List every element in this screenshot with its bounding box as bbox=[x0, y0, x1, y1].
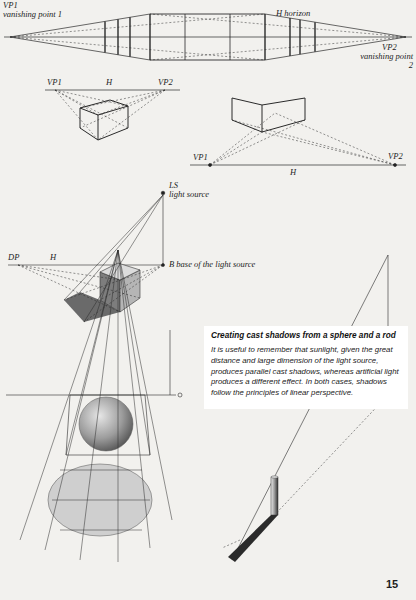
text-panel: Creating cast shadows from a sphere and … bbox=[204, 326, 408, 409]
two-point-perspective-figure bbox=[314, 22, 315, 52]
vanishing-point-label: VP1 bbox=[3, 1, 18, 10]
vanishing-point-label: vanishing point 2 bbox=[355, 52, 413, 71]
cube-below-horizon bbox=[98, 90, 165, 115]
light-source-label: LS bbox=[169, 181, 178, 190]
box-above-horizon bbox=[232, 120, 395, 165]
cube-below-horizon bbox=[80, 90, 165, 128]
rod-shadow-figure bbox=[228, 515, 278, 562]
cube-with-cast-shadow bbox=[161, 191, 165, 195]
cube-with-cast-shadow bbox=[100, 265, 163, 300]
cube-with-cast-shadow bbox=[18, 265, 163, 322]
sphere-shadow-figure bbox=[6, 250, 182, 562]
cube-with-cast-shadow bbox=[100, 263, 140, 280]
vanishing-point-label: vanishing point 1 bbox=[3, 10, 62, 19]
vanishing-point-label: VP1 bbox=[193, 153, 208, 162]
page-number: 15 bbox=[386, 578, 398, 590]
box-above-horizon bbox=[232, 98, 305, 132]
box-above-horizon bbox=[394, 164, 397, 167]
cube-with-cast-shadow bbox=[8, 191, 165, 322]
box-above-horizon bbox=[190, 98, 406, 167]
vanishing-point-label: VP1 bbox=[47, 78, 62, 87]
horizon-label: H bbox=[50, 253, 56, 262]
light-base-label: B base of the light source bbox=[169, 260, 255, 269]
horizon-label: H bbox=[290, 168, 296, 177]
two-point-perspective-figure bbox=[10, 37, 265, 60]
rod-shadow-figure bbox=[222, 540, 240, 548]
two-point-perspective-figure bbox=[117, 19, 118, 54]
vanishing-point-label: VP2 bbox=[388, 152, 403, 161]
panel-body: It is useful to remember that sunlight, … bbox=[211, 345, 401, 399]
rod-shadow-figure bbox=[271, 477, 278, 515]
cube-with-cast-shadow bbox=[18, 265, 120, 280]
box-above-horizon bbox=[275, 113, 395, 165]
panel-heading: Creating cast shadows from a sphere and … bbox=[211, 331, 401, 340]
sphere-shadow-figure bbox=[118, 250, 150, 455]
vanishing-point-label: VP2 bbox=[158, 78, 173, 87]
sphere-shadow-figure bbox=[66, 395, 150, 455]
sphere-shadow-figure bbox=[80, 250, 118, 560]
cube-below-horizon bbox=[55, 90, 128, 106]
box-above-horizon bbox=[210, 113, 275, 165]
cube-below-horizon bbox=[80, 90, 165, 108]
box-above-horizon bbox=[210, 132, 262, 165]
two-point-perspective-figure bbox=[149, 14, 150, 60]
cube-below-horizon bbox=[98, 90, 165, 140]
two-point-perspective-figure bbox=[264, 14, 265, 60]
cube-below-horizon bbox=[55, 90, 98, 115]
two-point-perspective-figure bbox=[4, 37, 412, 38]
light-source-label: light source bbox=[169, 190, 209, 199]
two-point-perspective-figure bbox=[150, 14, 265, 60]
sphere-shadow-figure bbox=[48, 464, 152, 536]
sphere-shadow-figure bbox=[45, 250, 118, 550]
box-above-horizon bbox=[190, 165, 406, 166]
two-point-perspective-figure bbox=[104, 21, 105, 52]
sphere-shadow-figure bbox=[20, 250, 118, 540]
two-point-perspective-figure bbox=[299, 20, 300, 55]
sphere-shadow-figure bbox=[178, 393, 182, 397]
cube-with-cast-shadow bbox=[64, 195, 163, 322]
cube-with-cast-shadow bbox=[84, 265, 163, 322]
cube-with-cast-shadow bbox=[80, 195, 163, 292]
cube-below-horizon bbox=[45, 90, 180, 91]
horizon-label: H bbox=[106, 78, 112, 87]
cube-with-cast-shadow bbox=[18, 265, 140, 298]
direction-point-label: DP bbox=[8, 253, 19, 262]
two-point-perspective-figure bbox=[230, 14, 231, 60]
two-point-perspective-figure bbox=[129, 17, 130, 56]
sphere-shadow-figure bbox=[170, 330, 171, 395]
sphere-shadow-figure bbox=[118, 250, 150, 548]
two-point-perspective-figure bbox=[4, 14, 412, 60]
two-point-perspective-figure bbox=[185, 14, 186, 60]
sphere-shadow-figure bbox=[118, 250, 119, 562]
cube-below-horizon bbox=[55, 90, 165, 140]
box-above-horizon bbox=[209, 164, 212, 167]
cube-with-cast-shadow bbox=[163, 195, 164, 265]
vanishing-point-label: VP2 bbox=[382, 43, 397, 52]
horizon-label: H horizon bbox=[276, 9, 310, 18]
cube-below-horizon bbox=[45, 90, 180, 140]
rod-shadow-figure bbox=[271, 476, 278, 478]
cube-with-cast-shadow bbox=[64, 265, 163, 300]
cube-below-horizon bbox=[80, 100, 128, 140]
sphere-shadow-figure bbox=[79, 397, 133, 451]
sphere-shadow-figure bbox=[118, 250, 172, 520]
two-point-perspective-figure bbox=[10, 37, 150, 60]
cube-with-cast-shadow bbox=[64, 195, 163, 300]
two-point-perspective-figure bbox=[289, 18, 290, 56]
sphere-shadow-figure bbox=[66, 250, 118, 455]
sphere-shadow-figure bbox=[52, 470, 150, 530]
cube-below-horizon bbox=[55, 90, 98, 140]
box-above-horizon bbox=[262, 132, 395, 165]
cube-with-cast-shadow bbox=[8, 265, 163, 266]
